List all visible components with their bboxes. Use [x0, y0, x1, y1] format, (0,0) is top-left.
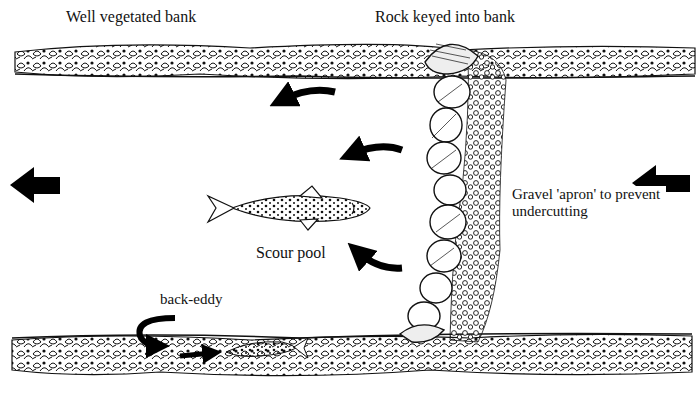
- fish: [208, 186, 370, 230]
- bottom-bank: [12, 334, 692, 375]
- rock-weir: [400, 44, 478, 342]
- top-bank: [15, 44, 695, 78]
- pool-label: Scour pool: [254, 244, 328, 262]
- bank-label: Well vegetated bank: [64, 8, 198, 26]
- apron-label: Gravel 'apron' to prevent undercutting: [510, 186, 666, 221]
- eddy-label: back-eddy: [158, 291, 224, 308]
- flow-arrow: [10, 167, 60, 203]
- fish: [226, 338, 308, 358]
- current-arrow: [139, 90, 402, 356]
- rock-label: Rock keyed into bank: [373, 8, 517, 26]
